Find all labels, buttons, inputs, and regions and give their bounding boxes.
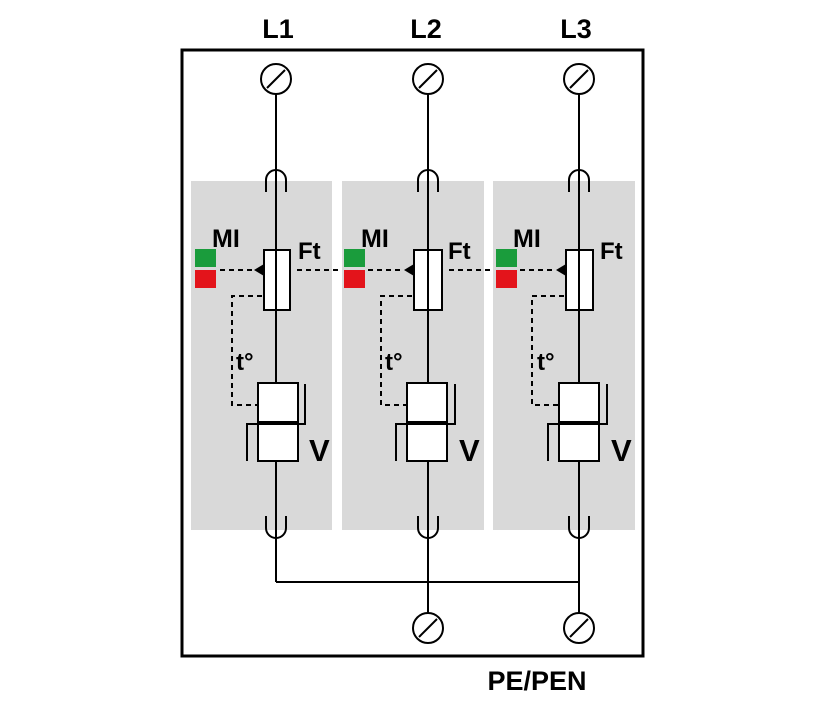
indicator-fault-red <box>344 270 365 288</box>
indicator-label: MI <box>361 225 389 253</box>
trip-arrow-icon <box>556 264 566 276</box>
plug-contact-bottom-icon <box>417 516 439 539</box>
terminal-slot <box>569 618 589 638</box>
terminal-slot <box>569 69 589 89</box>
indicator-fault-red <box>496 270 517 288</box>
plug-contact-bottom-icon <box>568 516 590 539</box>
indicator-label: MI <box>513 225 541 253</box>
module-background-l2 <box>342 181 484 530</box>
device-enclosure <box>180 48 645 658</box>
varistor-label: V <box>611 433 632 468</box>
phase-module-l1: MI Ft t° V <box>195 63 330 582</box>
terminal-slot <box>418 69 438 89</box>
indicator-ok-green <box>344 249 365 267</box>
thermal-label: t° <box>236 349 254 376</box>
phase-label-l3: L3 <box>560 14 592 44</box>
ground-label: PE/PEN <box>487 666 586 696</box>
varistor-characteristic-line <box>246 384 306 461</box>
terminal-slot <box>418 618 438 638</box>
varistor-label: V <box>459 433 480 468</box>
indicator-fault-red <box>195 270 216 288</box>
module-background-l1 <box>191 181 332 530</box>
plug-contact-top-icon <box>265 169 287 192</box>
plug-contact-bottom-icon <box>265 516 287 539</box>
thermal-link-dashed <box>531 295 564 406</box>
varistor-label: V <box>309 433 330 468</box>
varistor-characteristic-line <box>395 384 456 461</box>
phase-module-l3: MI Ft t° V <box>449 63 632 628</box>
fuse-label: Ft <box>298 238 321 265</box>
trip-arrow-icon <box>254 264 264 276</box>
varistor-characteristic-line <box>547 384 608 461</box>
module-background-l3 <box>493 181 635 530</box>
indicator-ok-green <box>195 249 216 267</box>
plug-contact-top-icon <box>417 169 439 192</box>
phase-label-l2: L2 <box>410 14 442 44</box>
phase-module-l2: MI Ft t° V <box>297 63 480 628</box>
thermal-label: t° <box>385 349 403 376</box>
terminal-slot <box>266 69 286 89</box>
indicator-label: MI <box>212 225 240 253</box>
trip-arrow-icon <box>404 264 414 276</box>
thermal-label: t° <box>537 349 555 376</box>
indicator-ok-green <box>496 249 517 267</box>
thermal-link-dashed <box>380 295 412 406</box>
fuse-label: Ft <box>448 238 471 265</box>
fuse-label: Ft <box>600 238 623 265</box>
plug-contact-top-icon <box>568 169 590 192</box>
thermal-link-dashed <box>231 295 262 406</box>
phase-label-l1: L1 <box>262 14 294 44</box>
